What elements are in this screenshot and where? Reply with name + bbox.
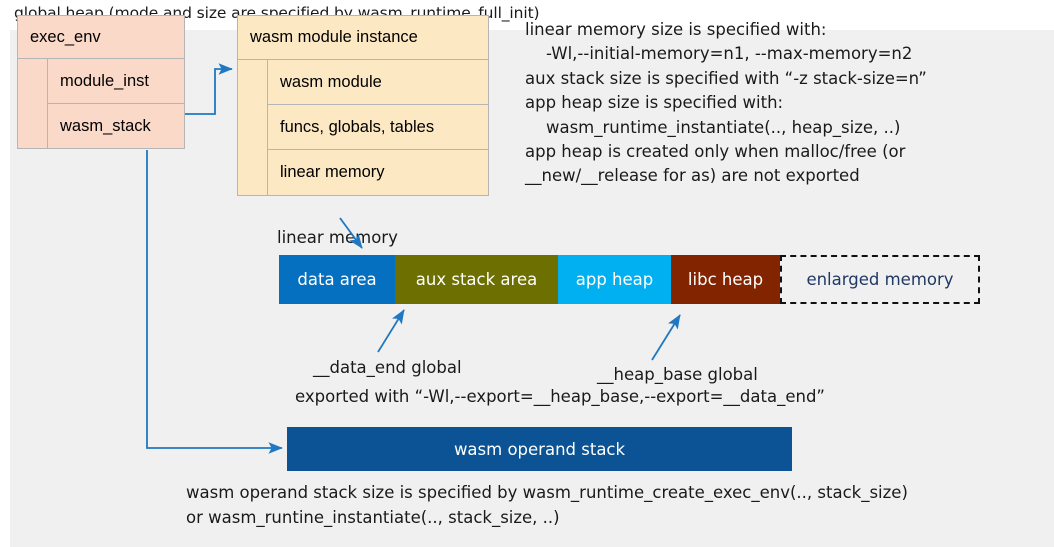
module-inst-box: module_inst (47, 58, 185, 104)
heap-base-global-label: __heap_base global (597, 365, 758, 384)
module-inst-label: module_inst (60, 71, 149, 90)
wasm-module-instance-label: wasm module instance (250, 28, 418, 47)
linear-memory-row-label: linear memory (280, 163, 385, 182)
linear-memory-caption: linear memory (277, 228, 398, 247)
wasm-operand-stack-box: wasm operand stack (287, 427, 792, 471)
wasm-module-label: wasm module (280, 72, 382, 91)
exported-with-label: exported with “-Wl,--export=__heap_base,… (295, 387, 825, 406)
funcs-globals-tables-label: funcs, globals, tables (280, 117, 435, 136)
memory-segment-libc-heap: libc heap (671, 255, 780, 304)
exec-env-box: exec_env (17, 15, 185, 59)
linear-memory-box: linear memory (267, 149, 489, 196)
data-end-global-label: __data_end global (313, 358, 462, 377)
memory-segment-enlarged-memory: enlarged memory (780, 255, 980, 304)
wasm-stack-label: wasm_stack (60, 116, 151, 135)
memory-segment-aux-stack-area: aux stack area (395, 255, 558, 304)
funcs-globals-tables-box: funcs, globals, tables (267, 104, 489, 150)
wasm-module-box: wasm module (267, 59, 489, 105)
memory-config-notes: linear memory size is specified with: -W… (525, 20, 927, 186)
wasm-operand-stack-note: wasm operand stack size is specified by … (186, 483, 908, 527)
exec-env-label: exec_env (30, 27, 101, 46)
memory-segment-app-heap: app heap (558, 255, 671, 304)
linear-memory-bar: data area aux stack area app heap libc h… (279, 255, 980, 304)
wasm-stack-box: wasm_stack (47, 103, 185, 149)
wasm-module-instance-box: wasm module instance (237, 15, 489, 60)
memory-segment-data-area: data area (279, 255, 395, 304)
